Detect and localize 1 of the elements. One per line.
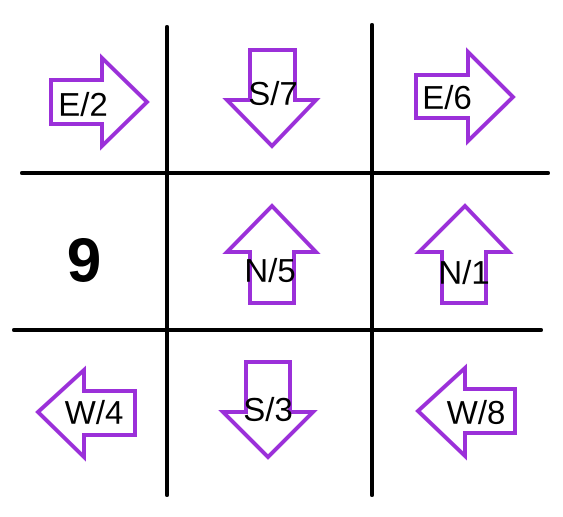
number-label: 9 [68, 238, 99, 282]
